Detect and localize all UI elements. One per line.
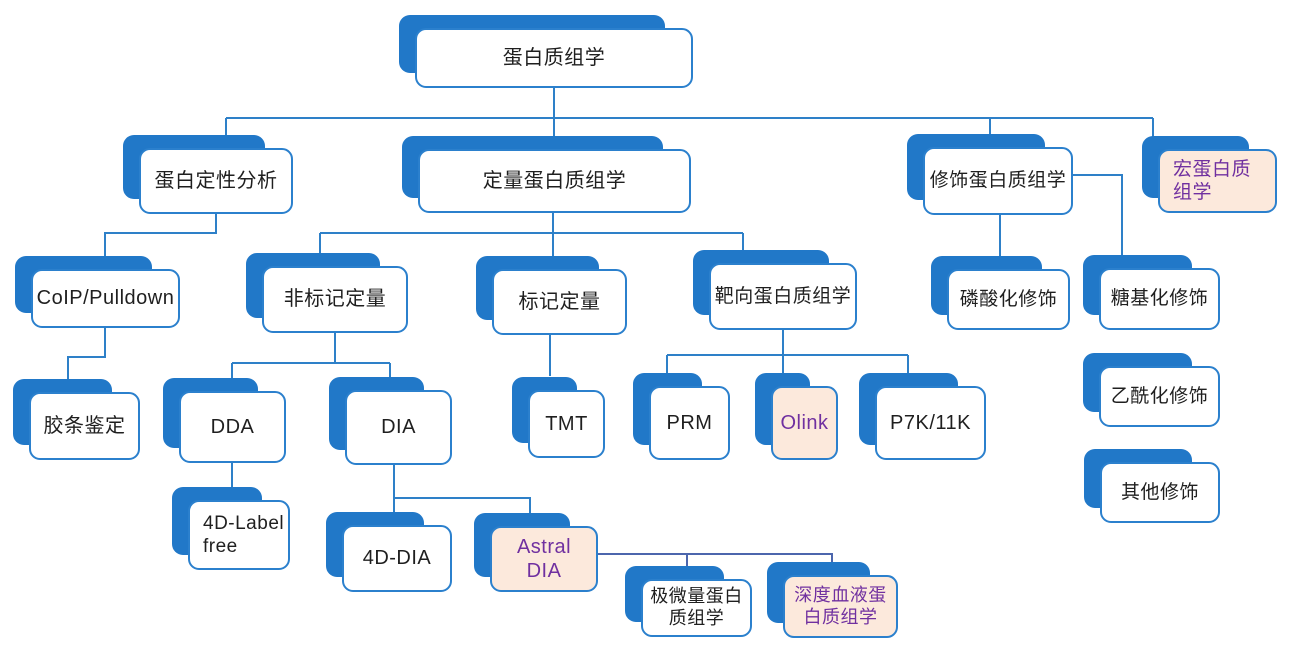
node-tmt: TMT <box>528 390 605 458</box>
node-labelfree: 非标记定量 <box>262 266 408 333</box>
node-dia: DIA <box>345 390 452 465</box>
node-label: 定量蛋白质组学 <box>482 169 627 192</box>
node-label: DIA <box>381 416 416 439</box>
connector-line <box>394 497 531 515</box>
node-glyco: 糖基化修饰 <box>1099 268 1220 330</box>
node-label: 宏蛋白质 <box>1173 158 1252 180</box>
node-label: 糖基化修饰 <box>1110 288 1209 310</box>
node-p7k: P7K/11K <box>875 386 986 460</box>
node-trace: 极微量蛋白质组学 <box>641 579 752 637</box>
node-label: 组学 <box>1173 182 1213 203</box>
node-quantitative: 定量蛋白质组学 <box>418 149 691 213</box>
node-label: 4D-DIA <box>362 547 432 570</box>
node-label: P7K/11K <box>890 411 971 434</box>
node-coip: CoIP/Pulldown <box>31 269 180 328</box>
node-label: DDA <box>210 415 255 438</box>
node-label: PRM <box>666 411 713 434</box>
node-label: 乙酰化修饰 <box>1110 385 1209 407</box>
node-proteomics: 蛋白质组学 <box>415 28 693 88</box>
connector-line <box>598 553 833 564</box>
node-phospho: 磷酸化修饰 <box>947 269 1070 330</box>
node-label: 深度血液蛋 <box>794 584 887 605</box>
node-olink: Olink <box>771 386 838 460</box>
node-label: 标记定量 <box>518 290 601 313</box>
node-modification: 修饰蛋白质组学 <box>923 147 1073 215</box>
node-label: DIA <box>526 560 562 582</box>
node-label: 修饰蛋白质组学 <box>929 170 1067 192</box>
node-acetyl: 乙酰化修饰 <box>1099 366 1220 427</box>
node-label: 质组学 <box>668 608 725 628</box>
node-label: 磷酸化修饰 <box>959 288 1058 310</box>
node-labeled: 标记定量 <box>492 269 627 335</box>
node-dda: DDA <box>179 391 286 463</box>
node-label: Olink <box>780 411 829 434</box>
node-label: 胶条鉴定 <box>43 414 126 437</box>
node-label: TMT <box>545 412 588 435</box>
node-label: Astral <box>516 535 572 558</box>
node-deep-blood: 深度血液蛋白质组学 <box>783 575 898 638</box>
node-qualitative: 蛋白定性分析 <box>139 148 293 214</box>
node-label: 靶向蛋白质组学 <box>714 285 852 307</box>
node-label: 白质组学 <box>803 606 878 627</box>
node-label: 极微量蛋白 <box>650 586 743 607</box>
node-label: 4D-Label <box>203 512 285 534</box>
node-targeted: 靶向蛋白质组学 <box>709 263 857 330</box>
node-label: 蛋白定性分析 <box>154 169 278 192</box>
node-othermod: 其他修饰 <box>1100 462 1220 523</box>
node-gel: 胶条鉴定 <box>29 392 140 460</box>
node-fourd-dia: 4D-DIA <box>342 525 452 592</box>
node-label: 非标记定量 <box>283 288 387 311</box>
connector-line <box>67 328 106 381</box>
node-meta: 宏蛋白质组学 <box>1158 149 1277 213</box>
node-label: free <box>203 536 238 557</box>
node-prm: PRM <box>649 386 730 460</box>
connector-line <box>104 214 217 258</box>
connector-line <box>1073 174 1123 257</box>
node-label: 蛋白质组学 <box>502 46 606 69</box>
node-label: 其他修饰 <box>1120 481 1199 503</box>
node-label: CoIP/Pulldown <box>36 287 175 310</box>
